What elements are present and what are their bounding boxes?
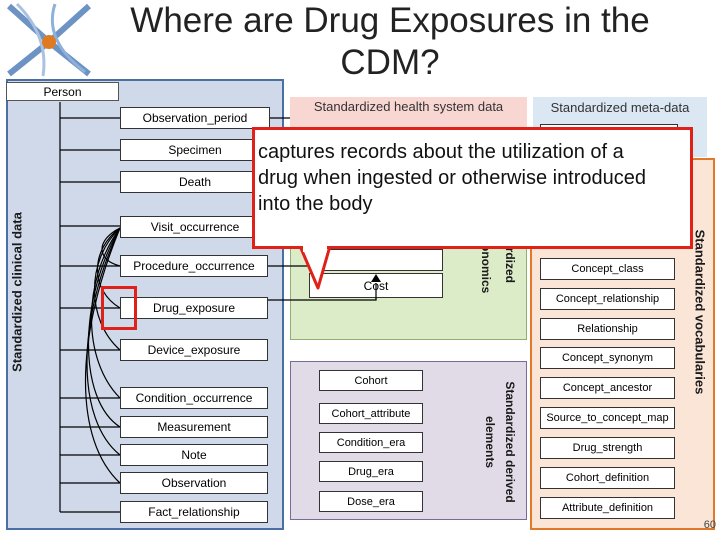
logo [3, 0, 95, 78]
specimen-box: Specimen [120, 139, 270, 161]
vocab-concept-relationship: Concept_relationship [540, 288, 675, 310]
vocab-concept-class: Concept_class [540, 258, 675, 280]
vocab-drug-strength: Drug_strength [540, 437, 675, 459]
derived-condition-era: Condition_era [319, 432, 423, 453]
device-exposure-box: Device_exposure [120, 339, 268, 361]
vocab-concept-synonym: Concept_synonym [540, 347, 675, 369]
condition-occurrence-box: Condition_occurrence [120, 387, 268, 409]
vocab-relationship: Relationship [540, 318, 675, 340]
vocab-concept-ancestor: Concept_ancestor [540, 377, 675, 399]
page-title: Where are Drug Exposures in the CDM? [130, 1, 650, 82]
procedure-occurrence-box: Procedure_occurrence [120, 255, 268, 277]
drug-exposure-highlight [101, 286, 137, 330]
metadata-label: Standardized meta-data [550, 100, 690, 115]
person-box: Person [6, 82, 119, 101]
observation-period-box: Observation_period [120, 107, 270, 129]
vocab-source-to-concept-map: Source_to_concept_map [540, 407, 675, 429]
visit-occurrence-box: Visit_occurrence [120, 216, 270, 238]
derived-dose-era: Dose_era [319, 491, 423, 512]
vocab-cohort-definition: Cohort_definition [540, 467, 675, 489]
callout-pointer-gap [303, 244, 327, 252]
drug-exposure-box: Drug_exposure [120, 297, 268, 319]
callout-box [252, 127, 693, 249]
derived-drug-era: Drug_era [319, 461, 423, 482]
fact-relationship-box: Fact_relationship [120, 501, 268, 523]
derived-cohort-attribute: Cohort_attribute [319, 403, 423, 424]
page-number: 60 [703, 519, 716, 531]
measurement-box: Measurement [120, 416, 268, 438]
note-box: Note [120, 444, 268, 466]
callout-text: captures records about the utilization o… [258, 141, 647, 215]
vocab-attribute-definition: Attribute_definition [540, 497, 675, 519]
derived-cohort: Cohort [319, 370, 423, 391]
death-box: Death [120, 171, 270, 193]
observation-box: Observation [120, 472, 268, 494]
health-system-label: Standardized health system data [313, 99, 504, 114]
